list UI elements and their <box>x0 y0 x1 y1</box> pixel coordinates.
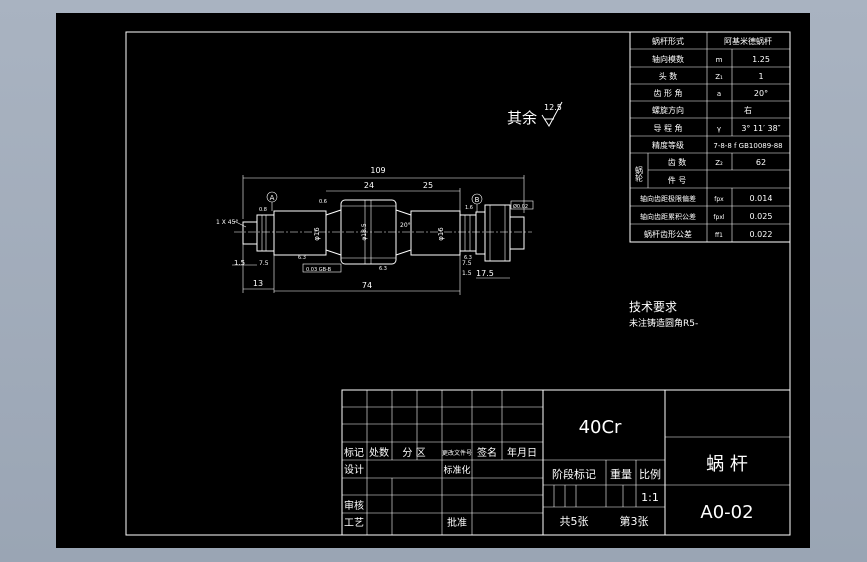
sheets-total: 共5张 <box>560 515 589 528</box>
dim-overall: 109 <box>370 166 385 175</box>
param-label: 螺旋方向 <box>652 105 684 115</box>
dim-angle: 20° <box>400 222 411 229</box>
drawing-frame <box>125 31 791 536</box>
param-value: 0.025 <box>750 212 773 221</box>
tolerance-frame <box>302 263 342 273</box>
material: 40Cr <box>579 417 622 438</box>
param-label: 蜗杆齿形公差 <box>644 229 692 239</box>
h-docno: 更改文件号 <box>442 449 472 457</box>
part-name: 蜗 杆 <box>706 454 748 475</box>
param-label: 齿 数 <box>668 157 687 167</box>
dim-13: 13 <box>253 279 263 288</box>
dim-1-5-right: 1.5 <box>462 270 472 277</box>
worm-wheel-group-label: 蜗轮 <box>635 165 644 183</box>
h-design: 设计 <box>344 463 364 476</box>
param-symbol: Z₂ <box>715 159 723 167</box>
param-label: 导 程 角 <box>653 123 682 133</box>
param-label: 蜗杆形式 <box>652 36 684 46</box>
dim-1-5: 1.5 <box>234 259 245 267</box>
datum-a: A <box>270 194 275 202</box>
param-label: 轴向模数 <box>652 54 684 64</box>
param-label: 精度等级 <box>652 140 684 150</box>
ra-mark-2: 1.6 <box>465 205 473 211</box>
roughness-value: 12.5 <box>544 103 562 112</box>
drawing-number: A0-02 <box>700 502 753 523</box>
tech-req-title: 技术要求 <box>629 300 677 314</box>
mark-63-a: 6.3 <box>298 255 306 261</box>
h-ratio: 比例 <box>639 467 661 481</box>
title-block: 40Cr 蜗 杆 A0-02 标记 处数 分 区 更改文件号 签名 年月日 设计… <box>341 389 791 536</box>
param-value: 右 <box>744 105 752 115</box>
h-mark: 标记 <box>344 447 364 459</box>
param-symbol: a <box>717 90 721 98</box>
h-approve: 批准 <box>447 516 467 529</box>
param-value: 1 <box>758 72 763 81</box>
param-label: 头 数 <box>659 71 678 81</box>
dim-25: 25 <box>423 181 433 190</box>
param-symbol: fpx <box>714 196 724 203</box>
dim-74: 74 <box>362 281 372 290</box>
parameter-table: 蜗杆形式 阿基米德蜗杆 轴向模数 m 1.25 头 数 Z₁ 1 齿 形 角 a… <box>629 31 791 243</box>
surface-roughness-note: 其余 12.5 <box>507 101 563 127</box>
h-weight: 重量 <box>610 467 632 481</box>
dim-17-5: 17.5 <box>476 269 494 278</box>
param-value: 20° <box>754 89 768 98</box>
cad-viewport[interactable]: 蜗杆形式 阿基米德蜗杆 轴向模数 m 1.25 头 数 Z₁ 1 齿 形 角 a… <box>56 13 810 548</box>
h-process: 工艺 <box>344 517 364 529</box>
param-symbol: γ <box>717 125 721 133</box>
param-symbol: fpxl <box>713 214 724 221</box>
param-label: 件 号 <box>668 175 687 185</box>
drawing-sheet: 蜗杆形式 阿基米德蜗杆 轴向模数 m 1.25 头 数 Z₁ 1 齿 形 角 a… <box>125 31 791 536</box>
dim-phi-right: φ16 <box>437 227 445 241</box>
sheet-number: 第3张 <box>620 514 649 528</box>
scale: 1:1 <box>641 491 659 504</box>
tech-req-line: 未注铸造圆角R5- <box>629 317 698 329</box>
tolerance-text-right: Ø0.02 <box>513 203 528 210</box>
param-value: 0.022 <box>750 230 773 239</box>
ra-mark-1: 0.8 <box>259 207 267 213</box>
param-label: 齿 形 角 <box>653 88 682 98</box>
mark-63-b: 6.3 <box>379 266 387 272</box>
tolerance-text: 0.03 GB-B <box>306 267 332 273</box>
mark-63-c: 6.3 <box>464 255 472 261</box>
h-check: 审核 <box>344 499 364 512</box>
param-symbol: m <box>716 56 723 64</box>
param-label: 轴向齿距累积公差 <box>640 212 696 221</box>
h-std: 标准化 <box>443 464 470 476</box>
param-symbol: ff1 <box>715 232 723 239</box>
h-zone: 分 区 <box>402 447 425 459</box>
param-value: 7-8-8 f GB10089-88 <box>713 142 782 150</box>
param-value: 阿基米德蜗杆 <box>724 36 772 46</box>
param-label: 轴向齿距极限偏差 <box>640 194 696 203</box>
dim-7-5-right: 7.5 <box>462 260 472 267</box>
param-value: 62 <box>756 158 766 167</box>
ra-mark-3: 0.6 <box>319 199 327 205</box>
h-count: 处数 <box>369 446 389 459</box>
h-stage: 阶段标记 <box>552 467 596 481</box>
datum-b: B <box>475 196 480 204</box>
dim-phi-mid: φ18.5 <box>361 223 368 241</box>
worm-shaft-view: 109 24 25 13 74 1.5 7.5 17.5 7.5 1.5 φ16… <box>216 166 534 295</box>
dim-24: 24 <box>364 181 374 190</box>
h-sign: 签名 <box>477 446 497 459</box>
param-symbol: Z₁ <box>715 73 723 81</box>
dim-7-5-left: 7.5 <box>259 260 269 267</box>
param-value: 0.014 <box>750 194 773 203</box>
dim-chamfer: 1 X 45° <box>216 219 238 226</box>
param-value: 1.25 <box>752 55 770 64</box>
param-value: 3° 11′ 38″ <box>741 124 780 133</box>
h-date: 年月日 <box>507 446 537 459</box>
roughness-text: 其余 <box>507 109 537 127</box>
dim-phi-left: φ16 <box>313 227 321 241</box>
